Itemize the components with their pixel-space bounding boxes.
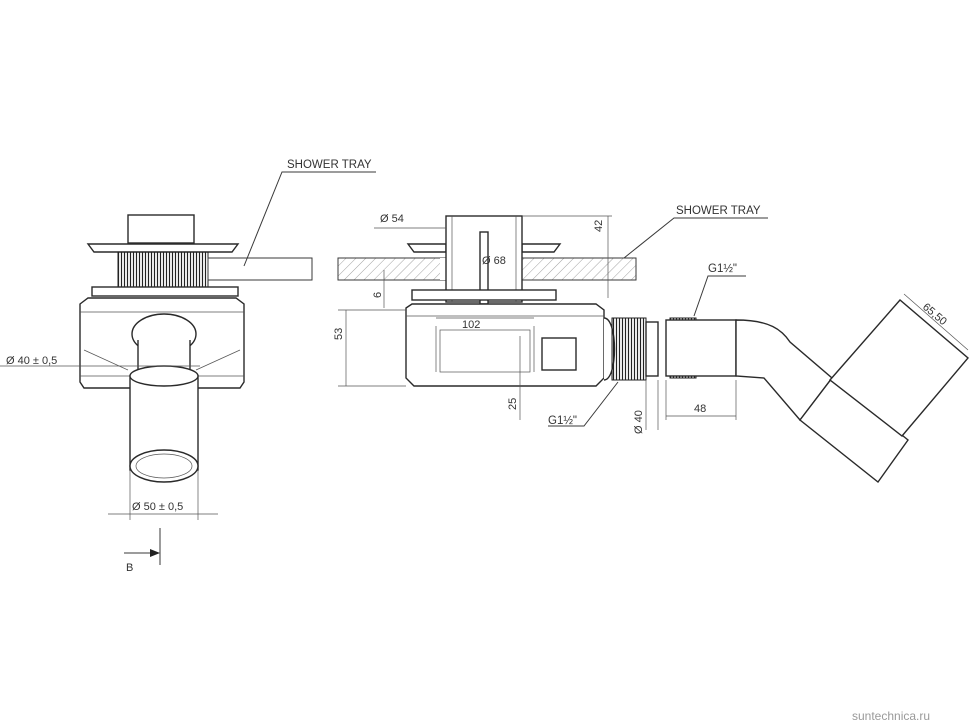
body-height-dim: 53: [333, 328, 345, 340]
left-pipe-diameter-dim: Ø 50 ± 0,5: [132, 501, 183, 513]
thread-bottom-label: G1½": [548, 415, 577, 427]
left-threaded-body: [117, 251, 209, 293]
left-shower-tray-label: SHOWER TRAY: [287, 159, 372, 171]
right-view: G1½" 48 65,50: [665, 263, 969, 484]
left-cap: [127, 214, 195, 244]
body-diameter-dim: Ø 68: [482, 255, 506, 267]
thread-top-label: G1½": [708, 263, 737, 275]
body-width-dim: 102: [462, 319, 480, 331]
left-outlet-diameter-dim: Ø 40 ± 0,5: [6, 355, 57, 367]
top-height-dim: 42: [593, 220, 605, 232]
left-grate: [86, 243, 240, 253]
left-flange: [91, 286, 239, 297]
section-marker: B: [126, 562, 133, 574]
outlet-length-dim: 48: [694, 403, 706, 415]
elbow-outer-pipe: [828, 299, 969, 437]
watermark: suntechnica.ru: [852, 709, 930, 723]
left-tray-plank: [207, 257, 313, 281]
trap-depth-dim: 25: [507, 398, 519, 410]
elbow-straight-part: [665, 319, 737, 377]
left-view: SHOWER TRAY Ø 40 ± 0,5 Ø 50 ± 0,5 B: [0, 159, 376, 574]
right-shower-tray-label: SHOWER TRAY: [676, 205, 761, 217]
grate-diameter-dim: Ø 54: [380, 213, 404, 225]
tray-gap-dim: 6: [372, 292, 384, 298]
outlet-diameter-right-dim: Ø 40: [633, 410, 645, 434]
middle-view: Ø 54 Ø 68 42 6 53 102 25 G1½" Ø 40 SHOWE…: [333, 205, 768, 434]
